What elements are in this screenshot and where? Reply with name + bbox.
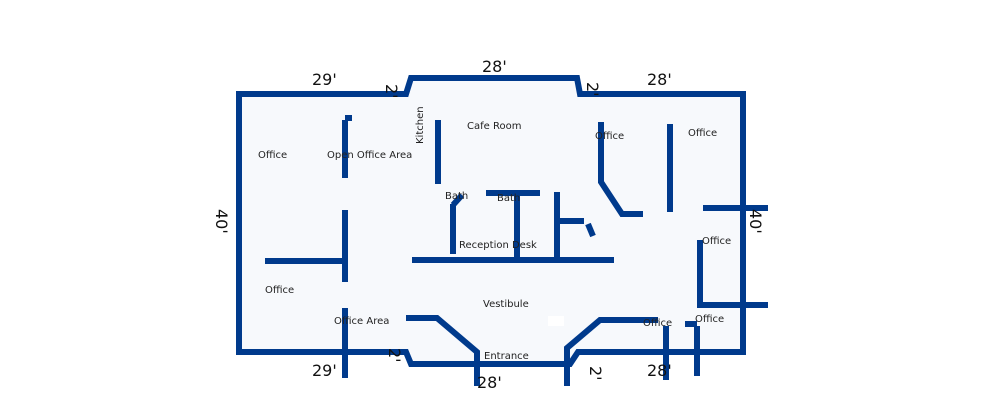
dimension-bottom-left: 29'	[312, 361, 337, 380]
dimension-labels: 29' 2' 28' 2' 28' 40' 40' 29' 2' 28' 2' …	[212, 57, 765, 392]
dimension-bottom-mid: 28'	[477, 373, 502, 392]
room-label-office-se1: Office	[643, 318, 672, 329]
room-label-office-e: Office	[702, 236, 731, 247]
dimension-bottom-left-jog: 2'	[385, 348, 404, 363]
door-gap	[548, 316, 564, 326]
dimension-top-mid: 28'	[482, 57, 507, 76]
room-label-office-se2: Office	[695, 314, 724, 325]
dimension-right: 40'	[746, 209, 765, 234]
room-label-vestibule: Vestibule	[483, 299, 529, 310]
room-label-office-n1: Office	[595, 131, 624, 142]
room-label-open-office: Open Office Area	[327, 150, 412, 161]
room-label-bath-2: Bath	[497, 193, 520, 204]
dimension-bottom-right: 28'	[647, 361, 672, 380]
room-label-cafe: Cafe Room	[467, 121, 521, 132]
room-label-reception: Reception Desk	[459, 240, 537, 251]
floor-area	[239, 78, 743, 364]
dimension-top-right: 28'	[647, 70, 672, 89]
dimension-left: 40'	[212, 209, 231, 234]
wall-office-n1	[598, 122, 643, 217]
room-label-office-area-sw: Office Area	[334, 316, 389, 327]
wall-office-e	[697, 240, 768, 308]
dimension-bottom-right-jog: 2'	[586, 366, 605, 381]
wall-vestibule-left	[406, 315, 480, 386]
exterior-wall	[236, 75, 746, 367]
wall-bath-left-top	[450, 192, 465, 208]
room-label-office-n2: Office	[688, 128, 717, 139]
room-label-office-nw: Office	[258, 150, 287, 161]
interior-walls	[265, 115, 768, 386]
dimension-top-left-jog: 2'	[382, 84, 401, 99]
room-label-office-w: Office	[265, 285, 294, 296]
room-label-kitchen: Kitchen	[415, 106, 426, 144]
room-label-bath-1: Bath	[445, 191, 468, 202]
room-label-entrance: Entrance	[484, 351, 529, 362]
wall-bath-right-nub	[585, 222, 596, 238]
dimension-top-left: 29'	[312, 70, 337, 89]
dimension-top-right-jog: 2'	[583, 82, 602, 97]
room-labels: Office Open Office Area Kitchen Cafe Roo…	[258, 106, 731, 362]
wall-vestibule-right	[564, 317, 658, 386]
door-gap	[433, 188, 443, 196]
